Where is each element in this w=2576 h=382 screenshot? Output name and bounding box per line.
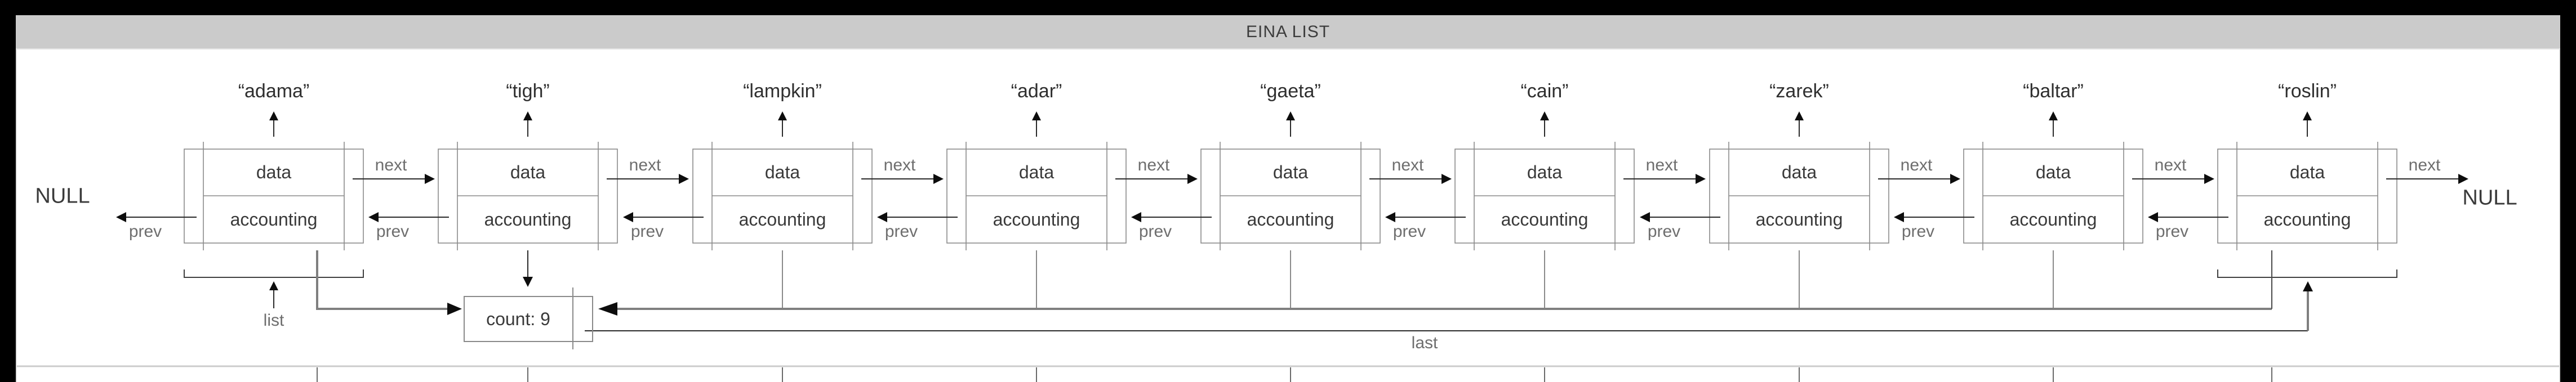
prev-label: prev bbox=[1139, 222, 1172, 241]
node-name-label: “tigh” bbox=[506, 80, 549, 102]
node-data-cell-label: data bbox=[256, 162, 291, 182]
node-data-cell-label: data bbox=[1273, 162, 1308, 182]
list-node-box bbox=[1963, 149, 2143, 244]
node-data-cell-label: data bbox=[510, 162, 545, 182]
last-pointer-label: last bbox=[1411, 334, 1438, 352]
data-pointer-arrowhead bbox=[2049, 111, 2058, 120]
data-pointer-arrowhead bbox=[2303, 111, 2312, 120]
data-pointer-arrowhead bbox=[1286, 111, 1295, 120]
list-node-box bbox=[1709, 149, 1889, 244]
list-pointer-arrowhead bbox=[269, 281, 278, 290]
next-arrowhead bbox=[1950, 174, 1960, 184]
next-arrowhead bbox=[425, 174, 435, 184]
count-box-text: count: 9 bbox=[486, 308, 550, 329]
data-pointer-arrowhead bbox=[1795, 111, 1804, 120]
list-node-box bbox=[2217, 149, 2397, 244]
node-accounting-cell-label: accounting bbox=[739, 209, 826, 230]
prev-label: prev bbox=[1902, 222, 1934, 241]
data-pointer-arrowhead bbox=[778, 111, 787, 120]
node-name-label: “adar” bbox=[1011, 80, 1062, 102]
data-pointer-arrowhead bbox=[269, 111, 278, 120]
prev-label: prev bbox=[376, 222, 409, 241]
next-label: next bbox=[1392, 156, 1424, 174]
list-node-box bbox=[1454, 149, 1635, 244]
list-node-box bbox=[1200, 149, 1381, 244]
node-data-cell-label: data bbox=[1527, 162, 1562, 182]
accounting-drop-line bbox=[316, 250, 455, 310]
node-accounting-cell-label: accounting bbox=[2010, 209, 2097, 230]
node-name-label: “zarek” bbox=[1769, 80, 1829, 102]
list-node-box bbox=[692, 149, 873, 244]
next-label: next bbox=[2409, 156, 2441, 174]
next-arrowhead bbox=[2458, 174, 2468, 184]
null-terminator-left: NULL bbox=[35, 184, 90, 208]
next-arrowhead bbox=[1442, 174, 1452, 184]
prev-label: prev bbox=[631, 222, 664, 241]
prev-arrowhead bbox=[1640, 212, 1650, 222]
null-terminator-right: NULL bbox=[2462, 186, 2517, 210]
node-data-cell-label: data bbox=[2290, 162, 2325, 182]
node-name-label: “baltar” bbox=[2023, 80, 2084, 102]
last-bracket bbox=[2217, 269, 2397, 278]
next-label: next bbox=[2155, 156, 2187, 174]
node-accounting-cell-label: accounting bbox=[2264, 209, 2351, 230]
prev-label: prev bbox=[2156, 222, 2188, 241]
prev-label: prev bbox=[1648, 222, 1680, 241]
next-label: next bbox=[1646, 156, 1678, 174]
node-data-cell-label: data bbox=[765, 162, 800, 182]
data-pointer-arrowhead bbox=[523, 111, 532, 120]
prev-label: prev bbox=[129, 222, 162, 241]
list-bracket bbox=[184, 269, 364, 278]
diagram-background bbox=[16, 50, 2560, 382]
count-box: count: 9 bbox=[464, 296, 593, 342]
list-pointer-label: list bbox=[263, 311, 284, 330]
prev-arrowhead bbox=[623, 212, 633, 222]
accounting-drop-arrowhead bbox=[447, 303, 462, 315]
node-data-cell-label: data bbox=[1019, 162, 1054, 182]
node-name-label: “cain” bbox=[1520, 80, 1568, 102]
next-label: next bbox=[1901, 156, 1933, 174]
window-title: EINA LIST bbox=[1245, 22, 1331, 41]
next-label: next bbox=[1138, 156, 1170, 174]
next-arrowhead bbox=[933, 174, 944, 184]
prev-arrowhead bbox=[2148, 212, 2158, 222]
node-accounting-cell-label: accounting bbox=[230, 209, 318, 230]
prev-arrowhead bbox=[1385, 212, 1395, 222]
list-node-box bbox=[438, 149, 618, 244]
prev-arrowhead bbox=[368, 212, 379, 222]
accounting-bus-arrowhead bbox=[598, 302, 617, 316]
prev-arrowhead bbox=[116, 212, 126, 222]
next-label: next bbox=[629, 156, 661, 174]
next-arrowhead bbox=[2204, 174, 2214, 184]
data-pointer-arrowhead bbox=[1540, 111, 1549, 120]
next-arrowhead bbox=[1187, 174, 1198, 184]
node-name-label: “roslin” bbox=[2278, 80, 2337, 102]
next-label: next bbox=[884, 156, 916, 174]
title-bar: EINA LIST bbox=[16, 15, 2560, 50]
prev-label: prev bbox=[885, 222, 918, 241]
prev-arrowhead bbox=[877, 212, 887, 222]
node-accounting-cell-label: accounting bbox=[1247, 209, 1334, 230]
prev-label: prev bbox=[1393, 222, 1426, 241]
node-data-cell-label: data bbox=[2036, 162, 2071, 182]
node-accounting-cell-label: accounting bbox=[1756, 209, 1843, 230]
next-arrowhead bbox=[1696, 174, 1706, 184]
node-name-label: “lampkin” bbox=[743, 80, 822, 102]
accounting-drop-arrowhead bbox=[523, 277, 533, 287]
data-pointer-arrowhead bbox=[1032, 111, 1041, 120]
prev-arrowhead bbox=[1894, 212, 1904, 222]
list-node-box bbox=[946, 149, 1127, 244]
node-name-label: “gaeta” bbox=[1260, 80, 1321, 102]
node-name-label: “adama” bbox=[238, 80, 310, 102]
next-arrowhead bbox=[679, 174, 689, 184]
node-accounting-cell-label: accounting bbox=[1501, 209, 1589, 230]
last-pointer-arrowhead bbox=[2303, 281, 2313, 291]
node-data-cell-label: data bbox=[1782, 162, 1817, 182]
node-accounting-cell-label: accounting bbox=[993, 209, 1080, 230]
next-label: next bbox=[375, 156, 407, 174]
prev-arrowhead bbox=[1131, 212, 1141, 222]
list-node-box bbox=[184, 149, 364, 244]
node-accounting-cell-label: accounting bbox=[484, 209, 572, 230]
